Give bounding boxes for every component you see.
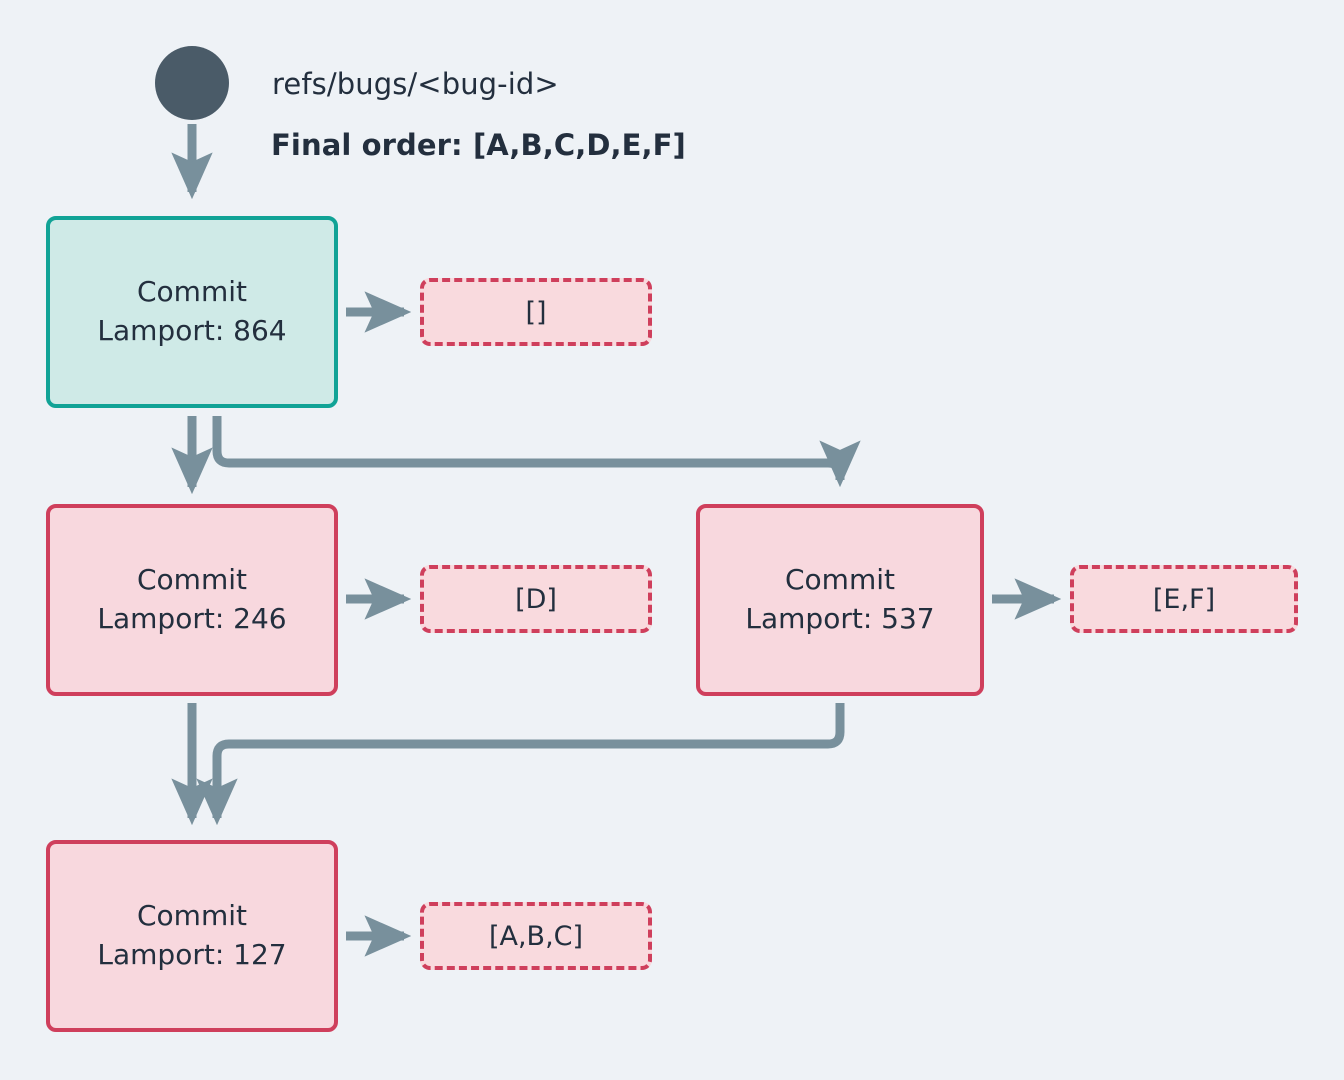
payload-box-537[interactable]: [E,F] [1070,565,1298,633]
payload-box-537-value: [E,F] [1152,583,1216,615]
final-order-label: Final order: [A,B,C,D,E,F] [271,128,686,162]
start-node-circle [155,46,229,120]
commit-node-864[interactable]: Commit Lamport: 864 [46,216,338,408]
payload-box-864-value: [] [525,296,547,328]
payload-box-127-value: [A,B,C] [488,920,584,952]
commit-node-127[interactable]: Commit Lamport: 127 [46,840,338,1032]
commit-node-127-lamport: Lamport: 127 [97,938,287,971]
commit-node-246-lamport: Lamport: 246 [97,602,287,635]
payload-box-246-value: [D] [515,583,557,615]
payload-box-246[interactable]: [D] [420,565,652,633]
commit-node-864-lamport: Lamport: 864 [97,314,287,347]
edge-864-to-537 [212,416,861,488]
commit-node-246-label: Commit [137,563,247,597]
commit-node-127-label: Commit [137,899,247,933]
payload-box-127[interactable]: [A,B,C] [420,902,652,970]
edge-537-to-127 [196,703,845,826]
commit-node-537-lamport: Lamport: 537 [745,602,935,635]
commit-node-537[interactable]: Commit Lamport: 537 [696,504,984,696]
commit-node-246[interactable]: Commit Lamport: 246 [46,504,338,696]
commit-node-537-label: Commit [785,563,895,597]
commit-node-864-label: Commit [137,275,247,309]
payload-box-864[interactable]: [] [420,278,652,346]
ref-path-label: refs/bugs/<bug-id> [272,67,559,101]
